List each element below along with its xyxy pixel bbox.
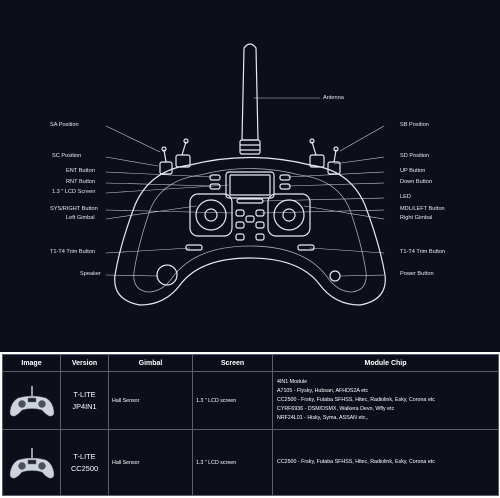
controller-body [114,156,386,306]
label-sc-position: SC Position [52,153,82,159]
chip-line: NRF24L01 - Hisky, Syma, ASSAN etc,. [277,415,369,421]
row-image [2,429,61,496]
label-rnt-button: RNT Button [66,179,96,185]
header-module-chip: Module Chip [272,354,499,372]
antenna-shape [241,43,259,141]
controller-diagram: Antenna SA Position SB Position SC Posit… [50,43,446,306]
label-trim-left: T1-T4 Trim Button [50,249,96,255]
table-header-row: Image Version Gimbal Screen Module Chip [2,354,499,372]
header-image: Image [2,354,61,372]
speaker-shape [156,264,178,286]
label-right-gimbal: Right Gimbal [400,215,433,221]
spec-table-frame: Image Version Gimbal Screen Module Chip [0,352,500,498]
controller-thumbnail [9,385,54,416]
label-lcd-screen: 1.3 " LCD Screen [52,189,96,195]
row-version: T-LITE CC2500 [60,429,109,496]
controller-illustration [105,43,386,306]
header-gimbal: Gimbal [108,354,193,372]
table-row: T-LITE CC2500 Hall Sensor 1.3 " LCD scre… [2,429,499,496]
label-mdl-left-button: MDL/LEFT Button [400,206,445,212]
row-gimbal: Hall Sensor [108,371,193,430]
version-line-1: T-LITE [73,451,96,461]
label-sd-position: SD Position [400,153,430,159]
chip-line: CC2500 - Frsky, Futaba SFHSS, Hitec, Rad… [277,397,435,403]
version-line-1: T-LITE [73,389,96,399]
row-version: T-LITE JP4IN1 [60,371,109,430]
row-image [2,371,61,430]
right-gimbal-shape [267,193,311,237]
label-trim-right: T1-T4 Trim Button [400,249,446,255]
header-screen: Screen [192,354,273,372]
header-version: Version [60,354,109,372]
row-gimbal: Hall Sensor [108,429,193,496]
label-left-gimbal: Left Gimbal [66,215,95,221]
label-speaker: Speaker [80,271,101,277]
label-ent-button: ENT Button [66,168,95,174]
label-sys-right-button: SYS/RIGHT Button [50,206,98,212]
spec-table: Image Version Gimbal Screen Module Chip [2,354,499,496]
controller-thumbnail [9,447,54,478]
power-button-shape [329,270,341,282]
row-module-chip: CC2500 - Frsky, Futaba SFHSS, Hitec, Rad… [272,429,499,496]
chip-line: CC2500 - Frsky, Futaba SFHSS, Hitec, Rad… [277,459,435,465]
row-module-chip: 4IN1 Module A7105 - Flysky, Hubsan, AFHD… [272,371,499,430]
label-power-button: Power Button [400,271,434,277]
row-screen: 1.3 " LCD screen [192,371,273,430]
left-gimbal-shape [189,193,233,237]
label-led: LED [400,194,411,200]
table-row: T-LITE JP4IN1 Hall Sensor 1.3 " LCD scre… [2,371,499,430]
chip-line: 4IN1 Module [277,379,308,385]
label-up-button: UP Button [400,168,426,174]
label-sb-position: SB Position [400,122,429,128]
label-antenna: Antenna [323,95,344,101]
version-line-2: JP4IN1 [72,401,97,411]
chip-line: CYRF6936 - DSM/DSMX, Walkera Devo, Wfly … [277,406,395,412]
label-sa-position: SA Position [50,122,79,128]
label-down-button: Down Button [400,179,433,185]
row-screen: 1.3 " LCD screen [192,429,273,496]
chip-line: A7105 - Flysky, Hubsan, AFHDS2A etc [277,388,369,394]
version-line-2: CC2500 [70,463,99,473]
